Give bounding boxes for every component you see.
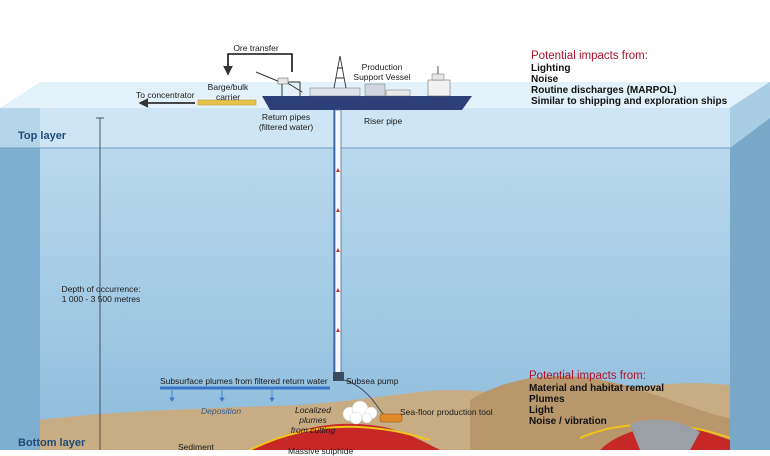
- impacts-top-item: Lighting: [531, 63, 571, 74]
- production-vessel-label: Production Support Vessel: [353, 62, 411, 82]
- right-side-face: [730, 82, 770, 450]
- barge-label: Barge/bulk carrier: [207, 82, 249, 102]
- vessel-deck-3: [385, 89, 411, 97]
- vessel-deck-1: [309, 87, 361, 97]
- depth-label: Depth of occurrence: 1 000 - 3 500 metre…: [61, 284, 141, 304]
- deposition-arrows: [169, 390, 275, 402]
- riser-flow-arrows: [336, 168, 340, 332]
- cutting-plume-cloud: [342, 400, 378, 425]
- impacts-top-heading: Potential impacts from:: [531, 50, 648, 62]
- vessel-bridge-top: [431, 73, 445, 81]
- impacts-bottom-item: Noise / vibration: [529, 416, 607, 427]
- impacts-top-item: Routine discharges (MARPOL): [531, 85, 677, 96]
- to-concentrator-label: To concentrator: [136, 90, 195, 100]
- vessel-hull: [262, 96, 472, 110]
- subsea-pump-label: Subsea pump: [346, 376, 399, 386]
- impacts-bottom-item: Light: [529, 405, 554, 416]
- barge-carrier: [197, 99, 257, 106]
- seabed-grey-outcrop: [630, 419, 700, 450]
- impacts-bottom-item: Plumes: [529, 394, 565, 405]
- crane-cab: [277, 77, 289, 85]
- vessel-crane: [255, 71, 303, 96]
- subsurface-plumes-label: Subsurface plumes from filtered return w…: [160, 376, 328, 386]
- impacts-bottom-item: Material and habitat removal: [529, 383, 665, 394]
- localized-plumes-label: Localized plumes from cutting: [290, 405, 336, 435]
- vessel-deck-2: [364, 83, 386, 97]
- ore-transfer-label: Ore transfer: [233, 43, 279, 53]
- impacts-top: Potential impacts from: Lighting Noise R…: [531, 50, 727, 107]
- left-side-top: [0, 108, 40, 148]
- top-layer-label: Top layer: [18, 130, 67, 142]
- impacts-top-item: Similar to shipping and exploration ship…: [531, 96, 728, 107]
- bottom-layer-label: Bottom layer: [18, 437, 86, 449]
- right-side-top: [730, 82, 770, 148]
- seafloor-production-tool: [379, 413, 403, 423]
- vessel-bridge: [427, 79, 451, 97]
- left-side-face: [0, 108, 40, 450]
- massive-sulphide-label: Massive sulphide: [288, 446, 354, 456]
- impacts-bottom: Potential impacts from: Material and hab…: [529, 370, 664, 427]
- return-pipes-label: Return pipes (filtered water): [258, 112, 314, 132]
- sediment-label: Sediment: [178, 442, 214, 452]
- deposition-label: Deposition: [201, 406, 242, 416]
- seafloor-tool-label: Sea-floor production tool: [400, 407, 493, 417]
- top-layer-band: [40, 108, 730, 148]
- riser-pipe-label: Riser pipe: [364, 116, 403, 126]
- sulphide-yellow-line: [249, 425, 431, 450]
- subsea-pump: [333, 372, 344, 381]
- impacts-bottom-heading: Potential impacts from:: [529, 370, 646, 382]
- riser-pipe: [334, 109, 342, 379]
- impacts-top-item: Noise: [531, 74, 559, 85]
- vessel-derrick: [333, 55, 347, 89]
- ore-transfer-arrow: [223, 53, 293, 76]
